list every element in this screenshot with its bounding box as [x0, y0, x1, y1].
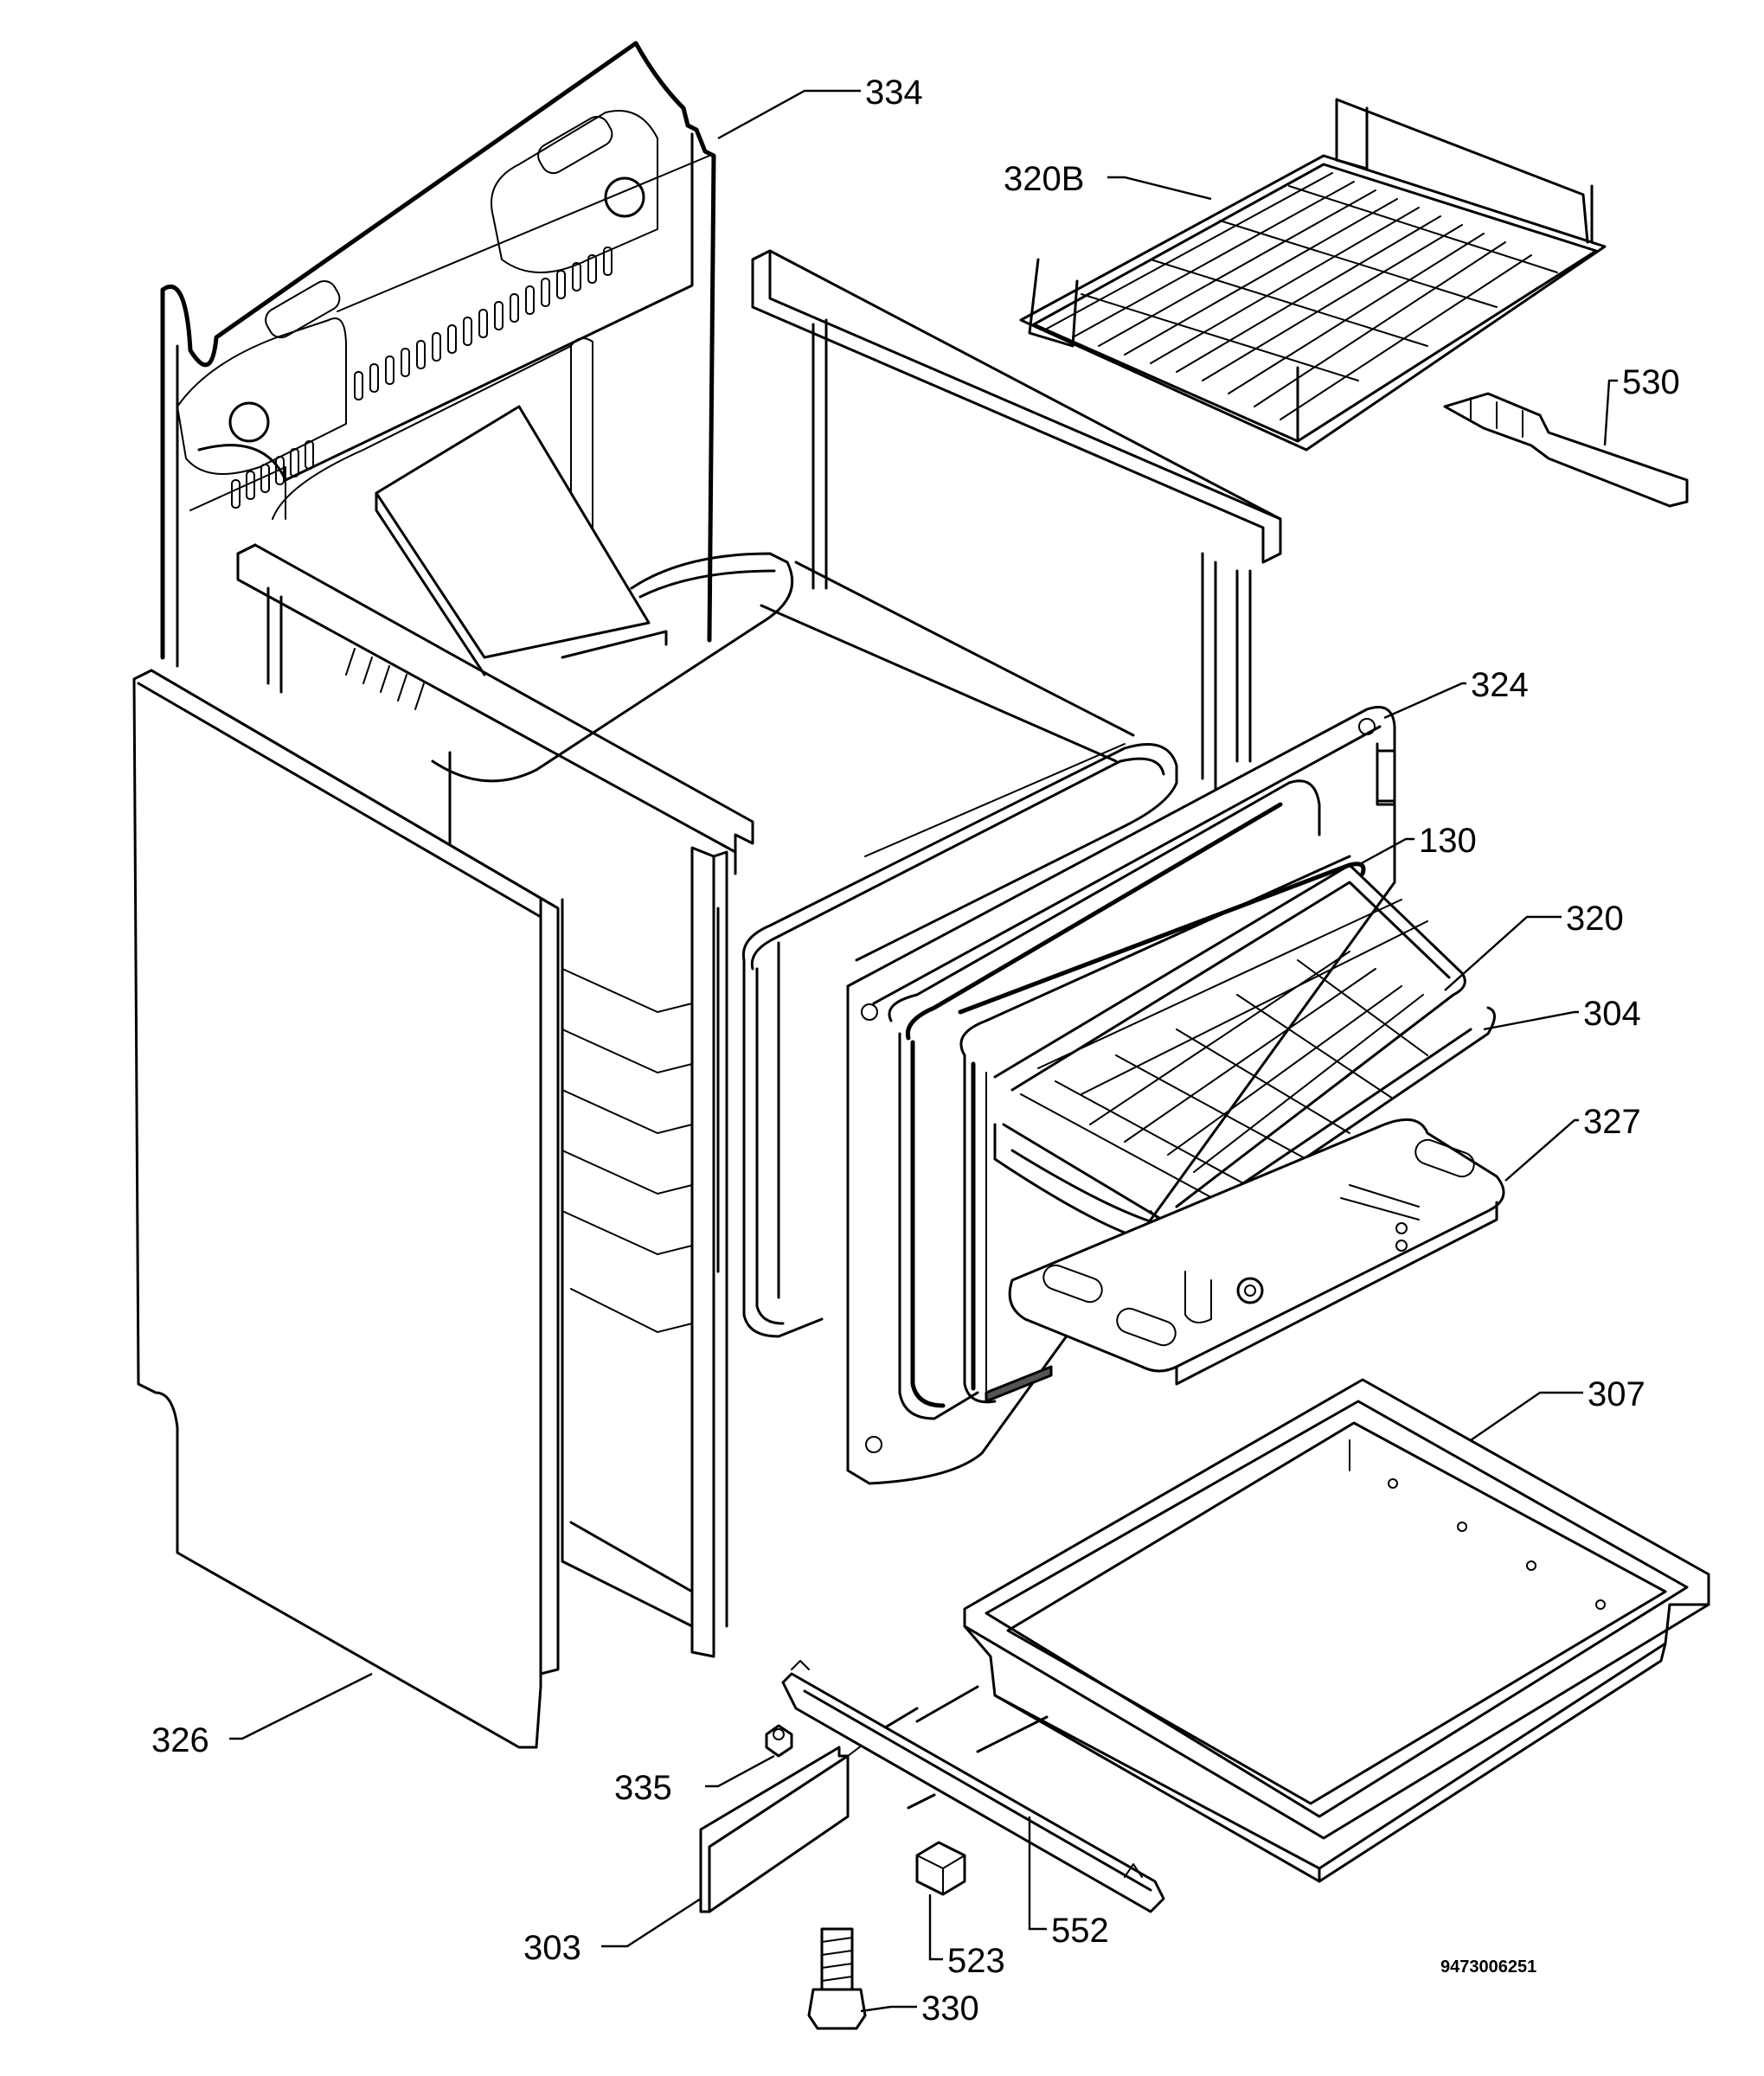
label-327: 327 — [1583, 1103, 1641, 1141]
label-307: 307 — [1588, 1375, 1645, 1413]
cover-strip-303 — [699, 1685, 1049, 1913]
part-labels: 334 320B 530 324 130 320 304 327 307 326… — [151, 74, 1680, 2028]
label-304: 304 — [1583, 995, 1641, 1033]
label-320: 320 — [1566, 900, 1624, 938]
bolt-330 — [807, 1927, 867, 2030]
deflector-panel — [375, 405, 668, 676]
slide-rail-552 — [781, 1660, 1165, 1913]
label-334: 334 — [865, 74, 923, 112]
oven-cavity — [345, 552, 1135, 1333]
leader-lines — [229, 89, 1618, 2013]
oven-pan-307 — [963, 1378, 1710, 1883]
label-530: 530 — [1622, 363, 1680, 401]
label-130: 130 — [1419, 822, 1477, 860]
bottom-plate-327 — [1008, 1118, 1505, 1386]
label-324: 324 — [1471, 666, 1529, 704]
clip-523 — [915, 1841, 966, 1896]
screw-335 — [765, 1724, 793, 1758]
label-303: 303 — [523, 1929, 581, 1967]
diagram-code: 9473006251 — [1440, 1957, 1536, 1977]
label-552: 552 — [1051, 1912, 1109, 1950]
grill-rack-320b — [1019, 98, 1607, 452]
label-320b: 320B — [1004, 160, 1084, 198]
label-326: 326 — [151, 1721, 209, 1759]
label-523: 523 — [947, 1942, 1005, 1980]
front-frame-324 — [846, 706, 1396, 1485]
cavity-seal — [741, 743, 1178, 1338]
oven-frame — [236, 249, 1282, 1658]
side-panel-326 — [132, 669, 560, 1749]
label-335: 335 — [614, 1769, 672, 1807]
back-panel-334 — [160, 41, 716, 668]
handle-530 — [1443, 392, 1689, 508]
wire-shelf-320 — [993, 863, 1466, 1230]
label-330: 330 — [921, 1990, 979, 2028]
